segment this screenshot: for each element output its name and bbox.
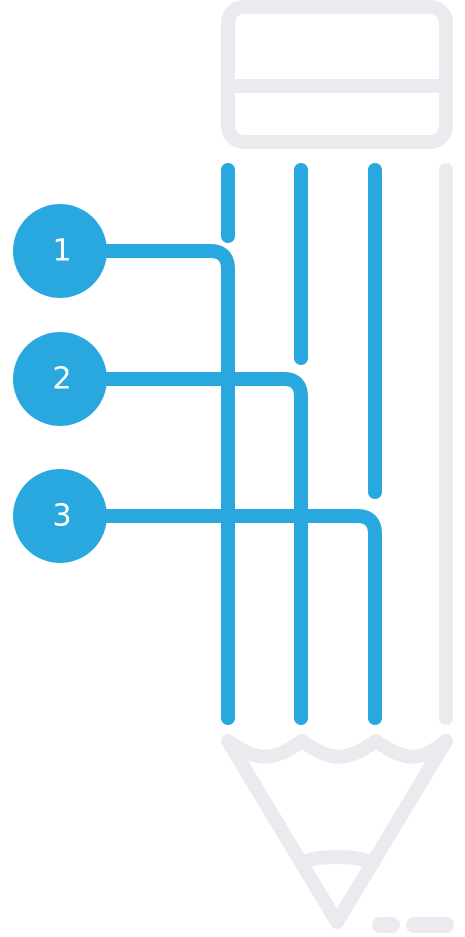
pencil-eraser: [221, 0, 453, 149]
step-marker-1: 1: [13, 204, 107, 298]
pencil-body-lines: [221, 163, 382, 499]
step-number: 1: [52, 234, 71, 269]
step-circle: [13, 204, 107, 298]
pencil-tip-outline: [221, 734, 453, 929]
step-number: 3: [52, 499, 71, 534]
connector-1: [98, 244, 235, 725]
step-number: 2: [52, 362, 71, 397]
pencil-outline: [221, 0, 454, 933]
step-marker-3: 3: [13, 469, 107, 563]
pencil-shaving-edge: [221, 734, 453, 764]
pencil-lead-line: [294, 850, 380, 870]
step-circle: [13, 332, 107, 426]
step-marker-2: 2: [13, 332, 107, 426]
connector-3: [98, 509, 382, 725]
step-circle: [13, 469, 107, 563]
step-connectors: [98, 244, 382, 725]
connector-2: [98, 372, 308, 725]
